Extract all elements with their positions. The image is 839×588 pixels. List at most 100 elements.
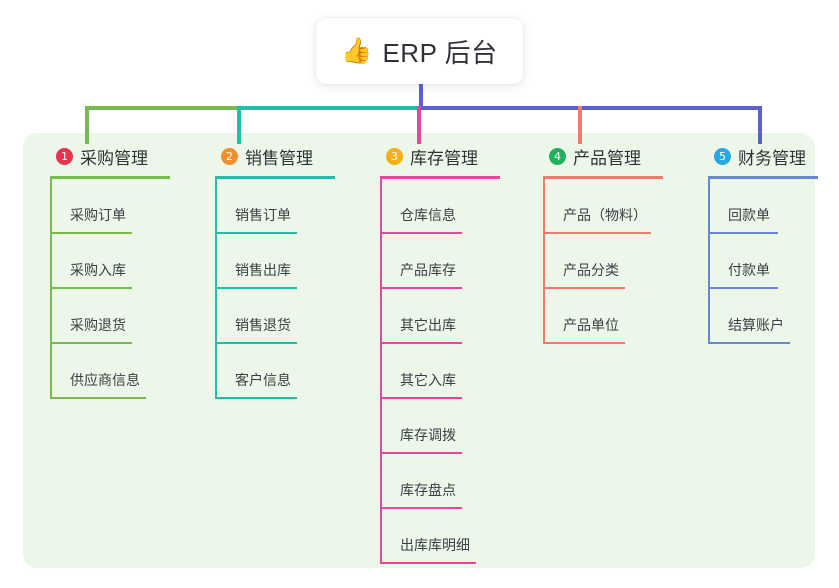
leaf-node-label: 库存调拨 xyxy=(400,427,456,443)
leaf-node-label: 其它出库 xyxy=(400,317,456,333)
column-header-rule-4 xyxy=(543,176,663,179)
column-items-1: 采购订单采购入库采购退货供应商信息 xyxy=(40,179,190,399)
leaf-node-rule xyxy=(708,232,778,234)
leaf-node[interactable]: 付款单 xyxy=(698,234,838,289)
leaf-node-rule xyxy=(50,342,132,344)
connector-stub-col4 xyxy=(578,106,582,144)
leaf-node[interactable]: 销售退货 xyxy=(205,289,355,344)
leaf-node-rule xyxy=(380,452,462,454)
leaf-node-label: 供应商信息 xyxy=(70,372,140,388)
column-spine-1 xyxy=(50,179,52,399)
column-header-rule-5 xyxy=(708,176,818,179)
root-node-title: ERP 后台 xyxy=(382,37,498,68)
leaf-node-rule xyxy=(215,397,297,399)
leaf-node-label: 库存盘点 xyxy=(400,482,456,498)
column-5: 5 财务管理回款单付款单结算账户 xyxy=(698,143,838,344)
leaf-node[interactable]: 结算账户 xyxy=(698,289,838,344)
leaf-node[interactable]: 供应商信息 xyxy=(40,344,190,399)
connector-bar-col2-col3 xyxy=(237,106,417,110)
column-badge-2: 2 xyxy=(221,147,238,165)
column-spine-4 xyxy=(543,179,545,344)
leaf-node-label: 产品分类 xyxy=(563,262,619,278)
column-badge-4: 4 xyxy=(549,147,566,165)
root-node-erp-backend[interactable]: 👍 ERP 后台 xyxy=(316,18,523,84)
leaf-node-rule xyxy=(380,562,476,564)
leaf-node[interactable]: 产品库存 xyxy=(370,234,520,289)
column-title-4: 产品管理 xyxy=(573,148,641,168)
column-spine-3 xyxy=(380,179,382,564)
column-header-2[interactable]: 2 销售管理 xyxy=(205,143,355,169)
column-header-1[interactable]: 1 采购管理 xyxy=(40,143,190,169)
leaf-node-label: 回款单 xyxy=(728,207,770,223)
leaf-node[interactable]: 采购退货 xyxy=(40,289,190,344)
column-header-4[interactable]: 4 产品管理 xyxy=(533,143,683,169)
connector-stub-col5 xyxy=(758,106,762,144)
column-header-rule-3 xyxy=(380,176,500,179)
leaf-node[interactable]: 库存盘点 xyxy=(370,454,520,509)
leaf-node-rule xyxy=(708,287,778,289)
leaf-node[interactable]: 仓库信息 xyxy=(370,179,520,234)
leaf-node-label: 产品单位 xyxy=(563,317,619,333)
leaf-node-label: 结算账户 xyxy=(728,317,784,333)
diagram-panel-background xyxy=(23,133,815,568)
leaf-node-rule xyxy=(708,342,790,344)
leaf-node[interactable]: 库存调拨 xyxy=(370,399,520,454)
column-header-rule-1 xyxy=(50,176,170,179)
leaf-node[interactable]: 销售出库 xyxy=(205,234,355,289)
leaf-node-label: 销售订单 xyxy=(235,207,291,223)
column-items-2: 销售订单销售出库销售退货客户信息 xyxy=(205,179,355,399)
leaf-node[interactable]: 采购订单 xyxy=(40,179,190,234)
column-title-1: 采购管理 xyxy=(80,148,148,168)
leaf-node[interactable]: 采购入库 xyxy=(40,234,190,289)
column-spine-2 xyxy=(215,179,217,399)
connector-stub-col2 xyxy=(237,106,241,144)
leaf-node-label: 采购订单 xyxy=(70,207,126,223)
leaf-node[interactable]: 回款单 xyxy=(698,179,838,234)
leaf-node-rule xyxy=(380,232,462,234)
leaf-node-rule xyxy=(50,397,146,399)
column-title-5: 财务管理 xyxy=(738,148,806,168)
leaf-node-label: 销售出库 xyxy=(235,262,291,278)
leaf-node[interactable]: 出库库明细 xyxy=(370,509,520,564)
leaf-node[interactable]: 其它出库 xyxy=(370,289,520,344)
column-header-5[interactable]: 5 财务管理 xyxy=(698,143,838,169)
leaf-node[interactable]: 客户信息 xyxy=(205,344,355,399)
column-badge-1: 1 xyxy=(56,147,73,165)
leaf-node[interactable]: 销售订单 xyxy=(205,179,355,234)
leaf-node-label: 采购入库 xyxy=(70,262,126,278)
leaf-node-label: 客户信息 xyxy=(235,372,291,388)
leaf-node[interactable]: 产品（物料） xyxy=(533,179,683,234)
column-title-3: 库存管理 xyxy=(410,148,478,168)
leaf-node-label: 销售退货 xyxy=(235,317,291,333)
connector-stub-col3 xyxy=(417,106,421,144)
leaf-node-rule xyxy=(380,342,462,344)
column-header-rule-2 xyxy=(215,176,335,179)
column-items-3: 仓库信息产品库存其它出库其它入库库存调拨库存盘点出库库明细 xyxy=(370,179,520,564)
leaf-node[interactable]: 产品单位 xyxy=(533,289,683,344)
leaf-node-rule xyxy=(380,287,462,289)
column-4: 4 产品管理产品（物料） 产品分类产品单位 xyxy=(533,143,683,344)
leaf-node-rule xyxy=(50,232,132,234)
leaf-node-rule xyxy=(380,507,462,509)
leaf-node-label: 其它入库 xyxy=(400,372,456,388)
leaf-node-rule xyxy=(215,287,297,289)
leaf-node-rule xyxy=(215,232,297,234)
leaf-node-rule xyxy=(543,287,625,289)
leaf-node[interactable]: 其它入库 xyxy=(370,344,520,399)
leaf-node-rule xyxy=(380,397,462,399)
leaf-node[interactable]: 产品分类 xyxy=(533,234,683,289)
root-node-content: 👍 ERP 后台 xyxy=(341,33,497,70)
thumbs-up-icon: 👍 xyxy=(341,36,373,65)
connector-trunk xyxy=(419,82,423,108)
leaf-node-rule xyxy=(543,232,651,234)
leaf-node-label: 采购退货 xyxy=(70,317,126,333)
leaf-node-label: 仓库信息 xyxy=(400,207,456,223)
column-badge-5: 5 xyxy=(714,147,731,165)
connector-bar-col1-col2 xyxy=(85,106,237,110)
column-2: 2 销售管理销售订单销售出库销售退货客户信息 xyxy=(205,143,355,399)
column-1: 1 采购管理采购订单采购入库采购退货供应商信息 xyxy=(40,143,190,399)
column-title-2: 销售管理 xyxy=(245,148,313,168)
connector-bar-col3-col5 xyxy=(417,106,762,110)
